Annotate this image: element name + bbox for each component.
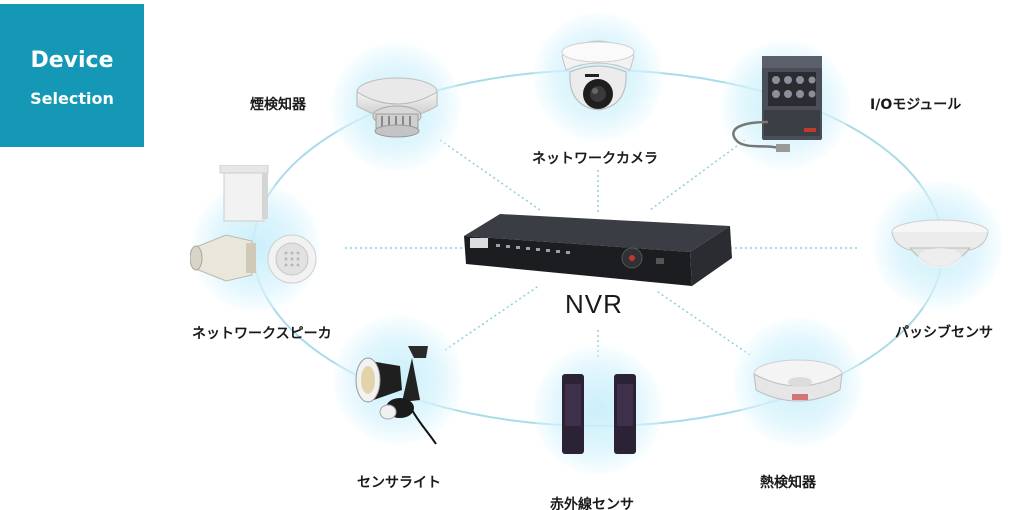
heat-detector-label: 熱検知器 [760, 475, 816, 491]
io-module-icon [732, 56, 822, 152]
nvr-label: NVR [565, 289, 623, 319]
infrared-sensor-glow [533, 345, 663, 475]
infrared-sensor-label: 赤外線センサ [550, 497, 634, 510]
smoke-detector-icon [356, 77, 438, 138]
network-speaker-icon [190, 165, 317, 284]
io-module-label: I/Oモジュール [870, 97, 962, 113]
device-selection-badge: Device Selection [0, 4, 144, 147]
infrared-sensor-icon [562, 374, 636, 454]
passive-sensor-label: パッシブセンサ [895, 325, 993, 341]
link-smoke-detector [439, 139, 541, 211]
network-camera-icon [561, 40, 635, 111]
sensor-light-icon [355, 346, 437, 445]
sensor-light-label: センサライト [357, 475, 441, 491]
network-speaker-label: ネットワークスピーカ [192, 326, 332, 342]
link-heat-detector [654, 289, 751, 356]
nvr-icon [464, 214, 732, 286]
heat-detector-icon [753, 359, 843, 402]
badge-title: Device [30, 48, 114, 73]
smoke-detector-label: 煙検知器 [250, 97, 306, 113]
passive-sensor-icon [891, 219, 989, 268]
link-sensor-light [444, 284, 541, 351]
badge-subtitle: Selection [30, 89, 114, 108]
network-camera-label: ネットワークカメラ [532, 151, 658, 167]
